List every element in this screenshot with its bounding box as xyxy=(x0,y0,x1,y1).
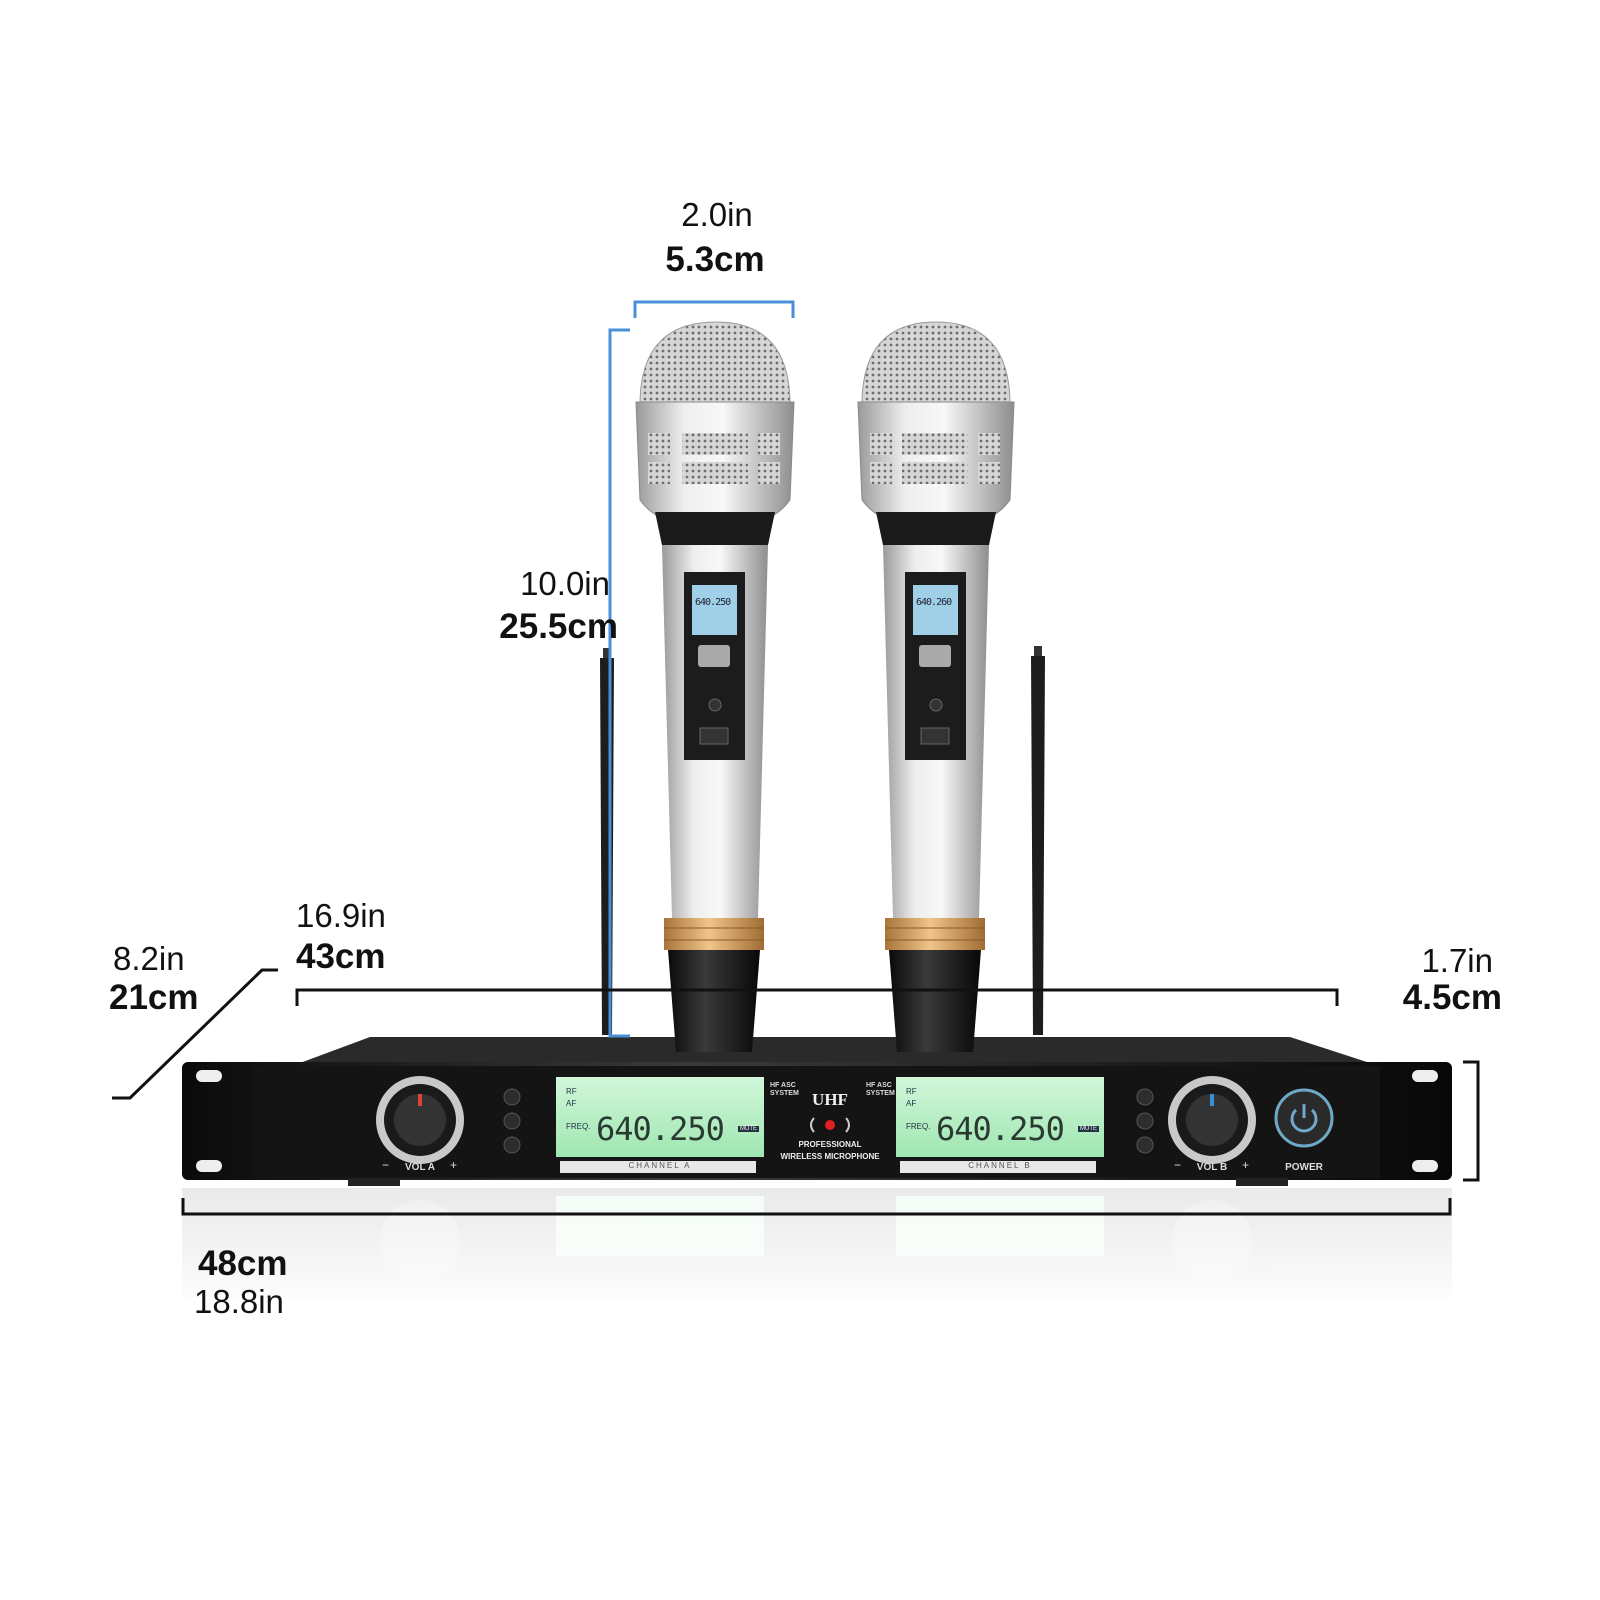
lcd-b-rf-label: RF xyxy=(906,1087,917,1096)
rack-hole xyxy=(196,1160,222,1172)
rack-hole xyxy=(1412,1070,1438,1082)
channel-a-button[interactable] xyxy=(503,1088,521,1106)
lcd-b-freq-label: FREQ. xyxy=(906,1122,931,1131)
microphone-a xyxy=(635,321,795,1052)
ir-sensor-icon xyxy=(825,1120,835,1130)
mic-a-switch[interactable] xyxy=(699,727,729,745)
antenna-left xyxy=(600,648,614,1035)
channel-b-button[interactable] xyxy=(1136,1136,1154,1154)
brand-logo: UHF xyxy=(812,1090,848,1109)
lcd-a-rf-label: RF xyxy=(566,1087,577,1096)
mic-b-switch[interactable] xyxy=(920,727,950,745)
body-width-cm-label: 43cm xyxy=(296,937,386,976)
overall-width-cm-label: 48cm xyxy=(198,1244,288,1283)
power-icon xyxy=(1290,1108,1318,1133)
power-label: POWER xyxy=(1285,1162,1323,1173)
channel-b-button[interactable] xyxy=(1136,1088,1154,1106)
height-cm-label: 4.5cm xyxy=(1402,978,1502,1017)
lcd-a-mute: MUTE xyxy=(738,1126,759,1132)
system-label: HF ASC SYSTEM xyxy=(770,1082,799,1097)
dimension-line-mic-height xyxy=(608,328,630,1038)
knob-a-plus: + xyxy=(450,1158,458,1172)
lcd-b-frequency: 640.250 xyxy=(936,1110,1065,1148)
lcd-a-frequency: 640.250 xyxy=(596,1110,725,1148)
tagline-line1: PROFESSIONAL xyxy=(798,1140,862,1149)
channel-a-button[interactable] xyxy=(503,1136,521,1154)
channel-b-button[interactable] xyxy=(1136,1112,1154,1130)
overall-width-in-label: 18.8in xyxy=(194,1283,284,1320)
lcd-a-freq-label: FREQ. xyxy=(566,1122,591,1131)
dimension-line-height xyxy=(1463,1060,1480,1182)
lcd-b-af-label: AF xyxy=(906,1099,917,1108)
mic-a-display xyxy=(692,585,737,635)
mic-b-led xyxy=(929,698,943,712)
mic-a-button[interactable] xyxy=(698,645,730,667)
rack-hole xyxy=(196,1070,222,1082)
mic-a-led xyxy=(708,698,722,712)
depth-in-label: 8.2in xyxy=(113,940,185,977)
antenna-right xyxy=(1031,646,1045,1035)
dimension-line-body-width xyxy=(295,988,1339,1006)
depth-cm-label: 21cm xyxy=(109,978,199,1017)
volume-knob-a[interactable] xyxy=(376,1076,464,1164)
knob-a-minus: − xyxy=(382,1158,390,1172)
height-in-label: 1.7in xyxy=(1421,942,1493,979)
lcd-b-mute: MUTE xyxy=(1078,1126,1099,1132)
dimension-line-mic-width xyxy=(633,300,795,318)
knob-b-minus: − xyxy=(1174,1158,1182,1172)
rack-hole xyxy=(1412,1160,1438,1172)
tagline-line2: WIRELESS MICROPHONE xyxy=(780,1152,880,1161)
channel-a-button[interactable] xyxy=(503,1112,521,1130)
system-label: HF ASC SYSTEM xyxy=(866,1082,895,1097)
microphone-b xyxy=(857,321,1015,1052)
power-button[interactable] xyxy=(1274,1088,1334,1148)
channel-a-label: CHANNEL A xyxy=(628,1161,692,1170)
knob-b-label: VOL B xyxy=(1196,1162,1228,1173)
knob-b-plus: + xyxy=(1242,1158,1250,1172)
mic-a-display-text: 640.250 xyxy=(695,597,731,608)
mic-width-cm-label: 5.3cm xyxy=(665,240,765,279)
knob-a-label: VOL A xyxy=(404,1162,436,1173)
dimension-line-overall-width xyxy=(181,1198,1452,1216)
signal-icon xyxy=(810,1117,850,1133)
mic-height-in-label: 10.0in xyxy=(520,565,610,602)
volume-knob-b[interactable] xyxy=(1168,1076,1256,1164)
body-width-in-label: 16.9in xyxy=(296,897,386,934)
mic-b-display xyxy=(913,585,958,635)
mic-b-display-text: 640.260 xyxy=(916,597,952,608)
channel-b-label: CHANNEL B xyxy=(968,1161,1032,1170)
lcd-channel-b xyxy=(896,1077,1104,1173)
dimension-line-depth xyxy=(112,968,278,1100)
mic-width-in-label: 2.0in xyxy=(681,196,753,233)
mic-height-cm-label: 25.5cm xyxy=(499,607,618,646)
receiver-unit xyxy=(182,1037,1452,1186)
lcd-a-af-label: AF xyxy=(566,1099,577,1108)
lcd-channel-a xyxy=(556,1077,764,1173)
mic-b-button[interactable] xyxy=(919,645,951,667)
